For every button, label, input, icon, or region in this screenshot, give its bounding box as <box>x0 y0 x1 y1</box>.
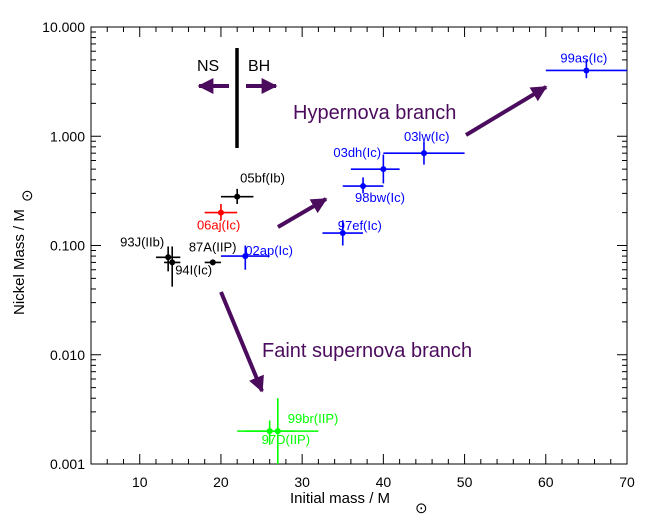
ns-label: NS <box>197 58 219 75</box>
data-point: 99as(Ic) <box>545 50 627 79</box>
x-tick-label: 50 <box>457 474 473 490</box>
data-point: 93J(IIb) <box>120 234 181 272</box>
point-marker <box>583 67 590 74</box>
point-label: 03dh(Ic) <box>333 145 381 160</box>
data-point: 87A(IIP) <box>189 239 237 266</box>
point-marker <box>217 209 224 216</box>
y-tick-label: 0.100 <box>50 238 85 254</box>
hypernova-arrow-lower <box>276 197 328 229</box>
point-label: 06aj(Ic) <box>197 218 240 233</box>
data-points: 99as(Ic) 03lw(Ic) 03dh(Ic) 98bw(Ic) 97ef(Ic)… <box>120 50 627 464</box>
axis-titles: Initial mass / M ⊙ Nickel Mass / M ⊙ <box>11 189 428 517</box>
point-marker <box>165 254 172 261</box>
point-marker <box>339 230 346 237</box>
point-label: 97ef(Ic) <box>338 218 382 233</box>
data-point: 98bw(Ic) <box>342 177 405 205</box>
hypernova-arrow-upper <box>464 85 548 137</box>
x-tick-label: 10 <box>132 474 148 490</box>
y-tick-label: 0.010 <box>50 347 85 363</box>
data-point: 97D(IIP) <box>245 420 310 447</box>
point-label: 98bw(Ic) <box>355 190 405 205</box>
data-point: 03lw(Ic) <box>383 129 465 165</box>
data-point: 97ef(Ic) <box>322 218 382 246</box>
x-tick-label: 30 <box>294 474 310 490</box>
point-marker <box>209 259 216 266</box>
faint-arrow <box>219 291 264 393</box>
x-axis-title: Initial mass / M <box>290 490 390 507</box>
point-marker <box>380 166 387 173</box>
y-tick-label: 1.000 <box>50 128 85 144</box>
y-tick-label: 0.001 <box>50 456 85 472</box>
point-marker <box>420 150 427 157</box>
x-tick-label: 40 <box>376 474 392 490</box>
bh-label: BH <box>248 58 270 75</box>
data-point: 94I(Ic) <box>164 246 212 287</box>
data-point: 06aj(Ic) <box>197 203 240 233</box>
point-label: 05bf(Ib) <box>240 171 285 186</box>
point-label: 99br(IIP) <box>288 411 339 426</box>
plot-frame <box>90 26 628 465</box>
x-tick-label: 20 <box>213 474 229 490</box>
point-label: 94I(Ic) <box>175 262 212 277</box>
point-marker <box>169 259 176 266</box>
x-tick-label: 70 <box>619 474 635 490</box>
point-marker <box>266 428 273 435</box>
x-axis-title-sub: ⊙ <box>415 500 428 517</box>
hypernova-branch-label: Hypernova branch <box>293 102 456 124</box>
x-tick-label: 60 <box>538 474 554 490</box>
axes: 10 20 30 40 50 60 70 0.001 0.010 0.100 1.000 10.000 <box>42 19 635 490</box>
faint-supernova-branch-label: Faint supernova branch <box>262 340 472 362</box>
data-point: 02ap(Ic) <box>220 243 293 270</box>
point-marker <box>360 183 367 190</box>
y-tick-label: 10.000 <box>42 19 85 35</box>
point-label: 87A(IIP) <box>189 239 237 254</box>
annotations: NS BH Hypernova branch Faint supernova b… <box>197 48 548 393</box>
y-axis-title: Nickel Mass / M <box>11 209 28 315</box>
point-marker <box>234 193 241 200</box>
point-label: 97D(IIP) <box>262 432 310 447</box>
y-axis-title-sub: ⊙ <box>19 189 36 202</box>
point-marker <box>242 253 249 260</box>
data-point: 03dh(Ic) <box>333 145 400 184</box>
data-point: 05bf(Ib) <box>220 171 285 204</box>
point-label: 02ap(Ic) <box>245 243 293 258</box>
point-label: 03lw(Ic) <box>404 129 450 144</box>
data-point: 99br(IIP) <box>237 398 338 464</box>
point-label: 93J(IIb) <box>120 234 164 249</box>
point-label: 99as(Ic) <box>560 50 607 65</box>
